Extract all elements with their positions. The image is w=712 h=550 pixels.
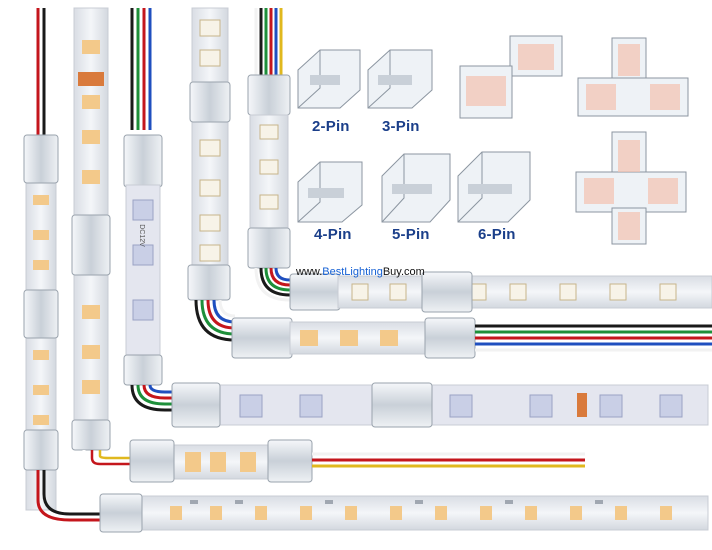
four-pin-rgb-strip: [123, 8, 180, 412]
x-shape-connector: [575, 131, 687, 245]
t-shape-connector: [577, 37, 689, 117]
five-pin-connector: [381, 153, 451, 223]
six-pin-strip: [247, 8, 291, 302]
watermark-prefix: www.: [296, 266, 323, 278]
rgb-horizontal-strip: [171, 382, 709, 428]
four-pin-label: 4-Pin: [314, 226, 352, 243]
website-watermark: www.BestLightingBuy.com: [296, 266, 425, 278]
six-pin-label: 6-Pin: [478, 226, 516, 243]
three-pin-connector: [367, 49, 433, 109]
bottom-horizontal-strip: [99, 493, 709, 533]
strip-marking: DC12V: [137, 224, 145, 247]
three-pin-horizontal-strip: [129, 439, 585, 483]
two-pin-strip: [23, 8, 110, 522]
five-pin-rgbw-strip: [187, 7, 236, 342]
six-pin-horizontal-strip: [289, 271, 712, 313]
watermark-brand: BestLighting: [322, 266, 383, 278]
four-pin-connector: [297, 161, 363, 223]
six-pin-connector: [457, 151, 531, 223]
two-pin-connector: [297, 49, 361, 109]
five-pin-horizontal-strip: [231, 317, 712, 359]
two-pin-label: 2-Pin: [312, 118, 350, 135]
l-shape-connector: [459, 35, 563, 119]
three-pin-strip: [71, 7, 140, 472]
three-pin-label: 3-Pin: [382, 118, 420, 135]
five-pin-label: 5-Pin: [392, 226, 430, 243]
watermark-suffix: Buy.com: [382, 266, 425, 278]
